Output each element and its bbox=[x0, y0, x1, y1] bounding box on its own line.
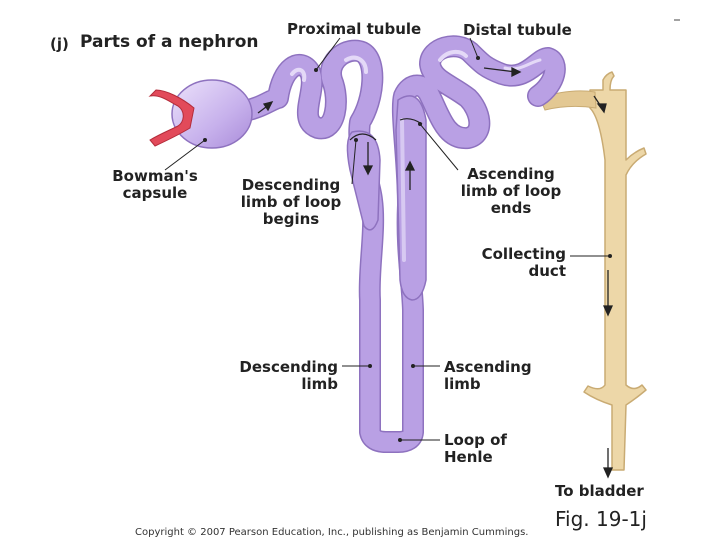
label-ascending-limb-ends: Ascending limb of loop ends bbox=[460, 165, 562, 217]
copyright-notice: Copyright © 2007 Pearson Education, Inc.… bbox=[135, 527, 529, 538]
label-collecting-duct: Collecting duct bbox=[481, 245, 566, 280]
leader-lines bbox=[164, 37, 610, 441]
label-loop-of-henle: Loop of Henle bbox=[444, 431, 507, 466]
label-proximal-tubule: Proximal tubule bbox=[287, 20, 422, 38]
flow-arrows bbox=[257, 66, 614, 479]
nephron-tubule bbox=[229, 35, 566, 453]
panel-letter: (j) bbox=[50, 35, 69, 53]
afferent-vessel bbox=[148, 89, 195, 147]
label-to-bladder: To bladder bbox=[555, 482, 644, 500]
label-descending-limb-begins: Descending limb of loop begins bbox=[240, 176, 342, 228]
label-descending-limb: Descending limb bbox=[239, 358, 338, 393]
figure-number: Fig. 19-1j bbox=[555, 507, 647, 531]
label-bowmans-capsule: Bowman's capsule bbox=[112, 167, 198, 202]
leader-distal-tubule bbox=[469, 37, 479, 59]
leader-bowmans-capsule bbox=[164, 139, 206, 171]
leader-proximal-tubule bbox=[315, 37, 341, 71]
diagram-title: Parts of a nephron bbox=[80, 32, 259, 52]
leader-ascending-ends bbox=[419, 123, 459, 171]
bowmans-capsule-shape bbox=[148, 79, 253, 149]
label-ascending-limb: Ascending limb bbox=[444, 358, 532, 393]
label-distal-tubule: Distal tubule bbox=[463, 21, 572, 39]
leader-descending-begins bbox=[351, 139, 357, 185]
